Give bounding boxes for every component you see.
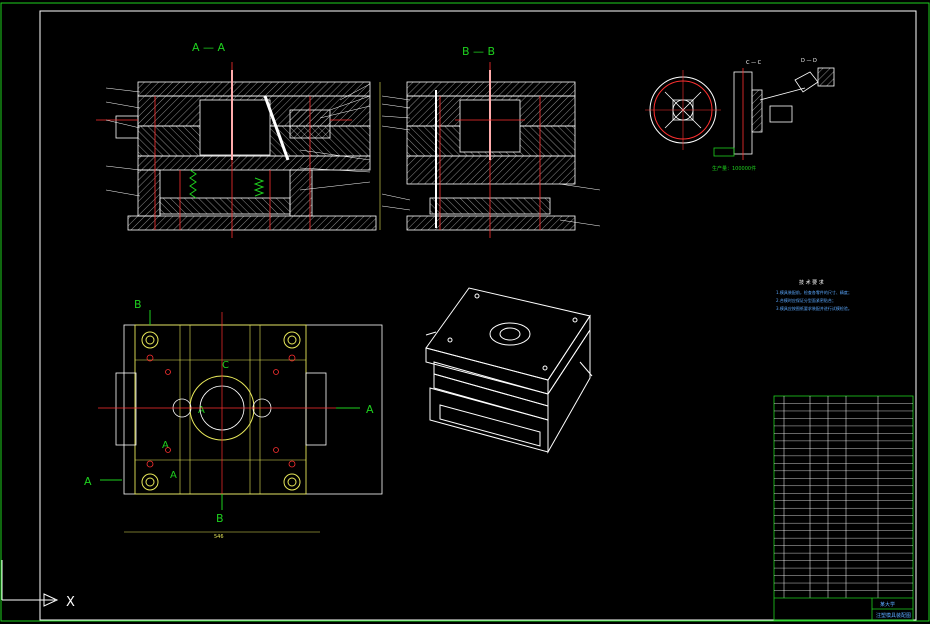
- tech-title: 技 术 要 求: [799, 279, 824, 286]
- aa-spacer-right: [289, 169, 313, 217]
- detail-section-dd: [759, 67, 835, 123]
- detail-d-d-label: D — D: [801, 58, 817, 64]
- aa-springs: [189, 169, 265, 199]
- isometric-view: [425, 287, 593, 454]
- plan-centerlines: [98, 312, 346, 508]
- title-drawing-name: 注塑模具装配图: [876, 612, 911, 619]
- bb-bottom: [406, 215, 576, 231]
- aa-top-clamp-plate: [137, 81, 371, 97]
- ucs-icon: X: [1, 560, 75, 610]
- plan-plate: [134, 324, 307, 495]
- section-bb-title: B — B: [462, 45, 495, 58]
- plan-a-lower: A: [170, 470, 177, 481]
- detail-note: 生产量：100000件: [712, 165, 756, 172]
- plan-guide-bushings: [141, 331, 301, 491]
- section-view-bb: B — B: [381, 45, 601, 238]
- section-aa-title: A — A: [192, 41, 226, 54]
- plan-c: C: [222, 360, 229, 371]
- aa-spacer-left: [137, 169, 161, 217]
- tech-requirements: 技 术 要 求 1.模具装配前，检查各零件的尺寸、精度； 2.合模时应保证分型面…: [776, 279, 852, 311]
- bb-support-plate: [406, 155, 576, 185]
- plan-b-bottom: B: [216, 512, 224, 525]
- aa-support-plate: [137, 155, 371, 171]
- detail-c-c-label: C — C: [746, 60, 762, 66]
- detail-section-cc: [733, 68, 763, 160]
- plan-a-left: A: [84, 475, 92, 488]
- plan-a-center: A: [198, 405, 205, 416]
- plan-a-right: A: [366, 403, 374, 416]
- tech-line-1: 1.模具装配前，检查各零件的尺寸、精度；: [776, 289, 852, 295]
- detail-note-box: [713, 147, 735, 157]
- sheet-inner-border: [39, 10, 917, 621]
- detail-views: C — C D — D 生产量：100000件: [645, 58, 835, 172]
- aa-cavity: [199, 99, 271, 156]
- plan-dim-text: 546: [214, 534, 224, 540]
- plan-rails: [135, 325, 306, 494]
- plan-side-right: [305, 372, 327, 446]
- plan-a-mid: A: [162, 440, 169, 451]
- tech-line-2: 2.合模时应保证分型面紧密贴合；: [776, 297, 836, 303]
- title-block: 某大学 注塑模具装配图: [773, 395, 914, 621]
- bb-red-centerlines: [439, 62, 541, 238]
- aa-bottom-clamp: [127, 215, 377, 231]
- aa-leader-lines: [105, 83, 371, 197]
- plan-b-top: B: [134, 298, 142, 311]
- plan-side-left: [115, 372, 137, 446]
- aa-side-block: [115, 115, 139, 139]
- plan-red-holes: [146, 354, 296, 468]
- aa-angle-pin: [263, 95, 290, 161]
- section-view-aa: A — A: [96, 41, 381, 238]
- aa-red-centerlines: [96, 62, 352, 238]
- title-school: 某大学: [880, 601, 895, 608]
- bb-leader-lines: [381, 95, 601, 227]
- plan-view: B B A A A A A C: [84, 298, 383, 540]
- ucs-x-label: X: [66, 595, 75, 610]
- aa-ejector-plate: [159, 197, 291, 215]
- tech-line-3: 3.模具应按图纸要求装配并进行试模检验。: [776, 305, 852, 311]
